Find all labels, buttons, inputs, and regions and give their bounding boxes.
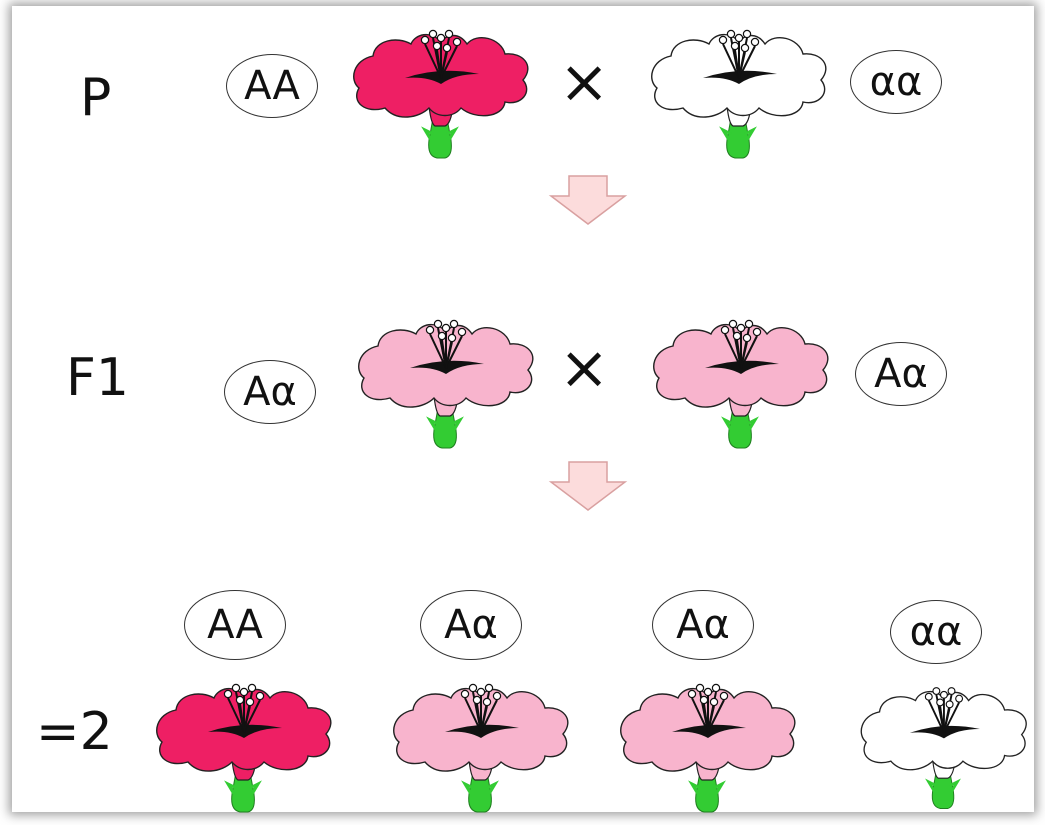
stem: [433, 407, 457, 449]
genotype-f2-3: Aα: [652, 590, 754, 660]
stem: [931, 770, 955, 809]
generation-label-f2: =2: [36, 702, 113, 762]
flower-f1-left: [358, 319, 534, 449]
flower-p-right: [651, 29, 827, 159]
genotype-p-left: AA: [226, 54, 318, 118]
down-arrow-1: [548, 175, 628, 225]
stem: [468, 771, 492, 813]
genotype-f2-1: AA: [184, 590, 286, 660]
stem: [695, 771, 719, 813]
stamens: [687, 683, 729, 733]
stem: [231, 771, 255, 813]
stamens: [718, 29, 760, 79]
flower-f2-3: [620, 683, 796, 813]
stem: [728, 407, 752, 449]
stamens: [425, 319, 467, 369]
stamens: [924, 687, 964, 734]
stamens: [420, 29, 462, 79]
genotype-f1-right: Aα: [855, 342, 947, 406]
flower-f2-2: [393, 683, 569, 813]
down-arrow-2: [548, 461, 628, 511]
stamens: [720, 319, 762, 369]
flower-f2-1: [156, 683, 332, 813]
arrow-shape: [548, 175, 628, 225]
cross-symbol-f1: ×: [559, 333, 610, 403]
arrow-shape: [548, 461, 628, 511]
genotype-f1-left: Aα: [224, 360, 316, 424]
stamens: [460, 683, 502, 733]
stamens: [223, 683, 265, 733]
cross-symbol-p: ×: [559, 47, 610, 117]
diagram-frame: [12, 6, 1034, 812]
genotype-f2-4: αα: [890, 600, 982, 664]
generation-label-f1: F1: [66, 348, 129, 408]
flower-f1-right: [653, 319, 829, 449]
flower-f2-4: [860, 687, 1027, 809]
generation-label-p: P: [80, 68, 112, 128]
genotype-p-right: αα: [850, 50, 942, 114]
stem: [726, 117, 750, 159]
flower-p-left: [353, 29, 529, 159]
stem: [428, 117, 452, 159]
genotype-f2-2: Aα: [420, 590, 522, 660]
